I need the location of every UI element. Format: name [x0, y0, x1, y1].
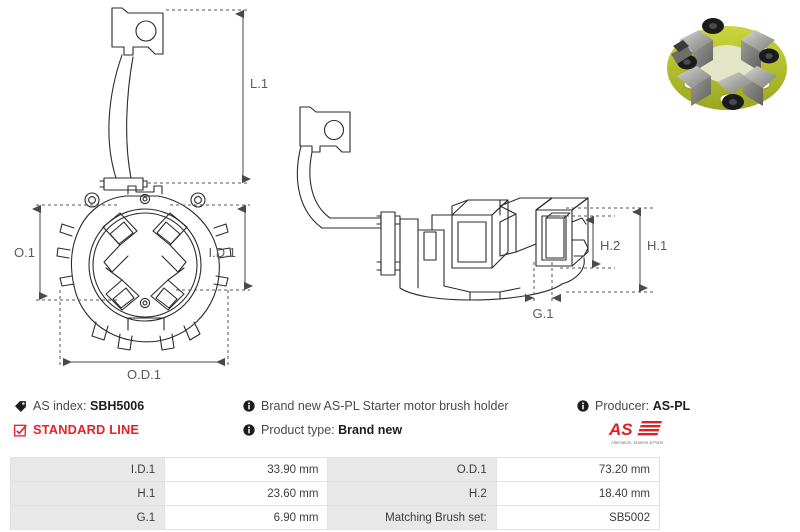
spec-key: O.D.1	[327, 457, 497, 482]
standard-line-row: STANDARD LINE	[14, 422, 140, 438]
spec-value: SB5002	[495, 505, 661, 530]
as-index-label: AS index:	[33, 399, 87, 414]
spec-value: 33.90 mm	[164, 457, 329, 482]
logo-mark: AS	[608, 420, 633, 439]
info-icon	[577, 400, 589, 412]
product-type-row: Product type: Brand new	[243, 424, 402, 437]
spec-key: Matching Brush set:	[327, 505, 497, 530]
producer-text: Producer: AS-PL	[595, 400, 690, 413]
spec-value: 73.20 mm	[495, 457, 661, 482]
as-pl-logo: AS Alternators, Starters & Parts	[595, 418, 679, 448]
dim-label-h2: H.2	[600, 238, 620, 253]
dim-label-id1: I.D.1	[209, 245, 236, 260]
spec-key: G.1	[9, 505, 166, 530]
dim-label-o1: O.1	[14, 245, 35, 260]
info-icon	[243, 424, 255, 436]
dim-label-od1: O.D.1	[127, 367, 161, 382]
product-type-label: Product type:	[261, 423, 335, 437]
product-type-text: Product type: Brand new	[261, 424, 402, 437]
producer-value: AS-PL	[652, 399, 691, 413]
spec-key: H.2	[327, 481, 497, 506]
checkbox-checked-icon	[14, 424, 27, 437]
brush-boxes	[677, 30, 777, 106]
rubber-grommets	[677, 18, 779, 110]
terminal-lug	[671, 40, 693, 64]
producer-label: Producer:	[595, 399, 650, 413]
as-index-value: SBH5006	[90, 399, 145, 414]
specification-table: I.D.1 33.90 mm O.D.1 73.20 mm H.1 23.60 …	[9, 457, 661, 530]
as-index-text: AS index: SBH5006	[33, 400, 144, 413]
side-view-brush-holder	[296, 106, 589, 301]
product-photo	[657, 2, 797, 127]
front-view-brush-holder	[56, 185, 232, 351]
technical-drawings: L.1 O.1 I.D.1 O.D.1 H.2 H.1 G.1	[14, 7, 667, 382]
spec-key: I.D.1	[9, 457, 166, 482]
as-index-row: AS index: SBH5006	[14, 400, 144, 413]
product-type-value: Brand new	[338, 423, 403, 437]
table-row: I.D.1 33.90 mm O.D.1 73.20 mm	[9, 457, 661, 482]
spec-key: H.1	[9, 481, 166, 506]
specification-table-body: I.D.1 33.90 mm O.D.1 73.20 mm H.1 23.60 …	[9, 457, 661, 530]
producer-row: Producer: AS-PL	[577, 400, 690, 413]
spec-value: 18.40 mm	[495, 481, 661, 506]
info-icon	[243, 400, 255, 412]
description-text: Brand new AS-PL Starter motor brush hold…	[261, 399, 509, 413]
spec-value: 23.60 mm	[164, 481, 329, 506]
table-row: G.1 6.90 mm Matching Brush set: SB5002	[9, 505, 661, 530]
standard-line-label: STANDARD LINE	[33, 422, 140, 438]
table-row: H.1 23.60 mm H.2 18.40 mm	[9, 481, 661, 506]
dim-label-g1: G.1	[533, 306, 554, 321]
top-view-terminal	[99, 7, 164, 191]
tag-icon	[14, 400, 27, 413]
spec-value: 6.90 mm	[164, 505, 329, 530]
logo-tagline: Alternators, Starters & Parts	[611, 440, 663, 445]
dim-label-l1: L.1	[250, 76, 268, 91]
description-row: Brand new AS-PL Starter motor brush hold…	[243, 400, 509, 413]
product-info-strip: AS index: SBH5006 STANDARD LINE Brand ne…	[0, 392, 800, 450]
dim-label-h1: H.1	[647, 238, 667, 253]
